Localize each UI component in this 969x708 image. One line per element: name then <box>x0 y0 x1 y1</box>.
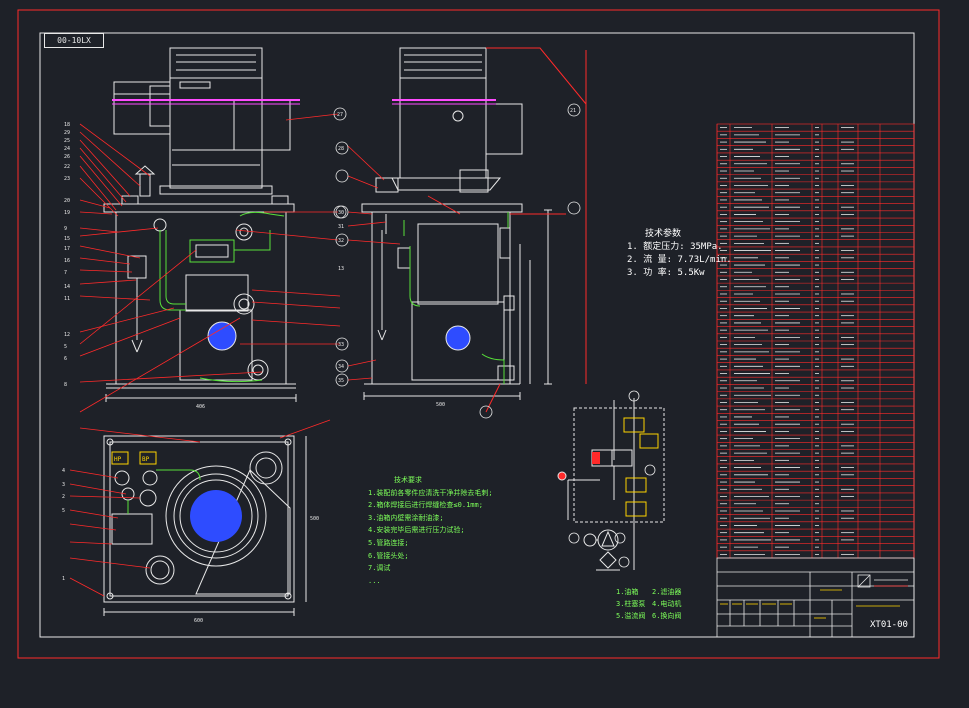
spec-line: 3. 功 率: 5.5Kw <box>627 268 705 278</box>
callout-number: 17 <box>64 246 70 252</box>
legend-row: 3.柱塞泵 4.电动机 <box>616 598 681 610</box>
spec-line: 1. 额定压力: 35MPa. <box>627 242 723 252</box>
top-depth-dimension: 500 <box>310 516 319 522</box>
side-top-plate <box>361 203 523 213</box>
front-motor-body <box>169 47 263 189</box>
callout-number: 6 <box>64 356 67 362</box>
callout-number: 25 <box>64 138 70 144</box>
side-width-dimension: 500 <box>436 402 445 408</box>
technical-parameters: 技术参数 1. 额定压力: 35MPa. 2. 流 量: 7.73L/min. … <box>627 228 732 280</box>
schematic-boundary <box>573 407 665 523</box>
callout-number: 1 <box>62 576 65 582</box>
drawing-number: XT01-00 <box>870 620 908 630</box>
legend-row: 1.油箱 2.滤油器 <box>616 586 681 598</box>
note-line: 3.油箱内壁需涂耐油漆; <box>368 513 444 522</box>
callout-number: 28 <box>338 146 344 152</box>
top-view-pump-port <box>190 490 242 542</box>
callout-number: 30 <box>338 210 344 216</box>
side-piping <box>403 212 509 384</box>
front-callout-bubbles <box>333 103 581 419</box>
top-view <box>103 435 307 616</box>
legend-item: 1.油箱 <box>616 588 639 596</box>
front-pump-inlet <box>207 321 237 351</box>
legend-item: 6.换向阀 <box>652 612 682 620</box>
callout-number: 12 <box>64 332 70 338</box>
hp-label: HP <box>114 456 122 463</box>
legend-item: 3.柱塞泵 <box>616 600 646 608</box>
callout-number: 32 <box>338 238 344 244</box>
callout-number: 21 <box>570 108 576 114</box>
outer-red-frame <box>17 9 940 659</box>
callout-number: 16 <box>64 258 70 264</box>
note-line: 1.装配前各零件应清洗干净并除去毛刺; <box>368 488 493 497</box>
hydraulic-schematic <box>557 398 665 571</box>
schematic-legend: 1.油箱 2.滤油器 3.柱塞泵 4.电动机 5.溢流阀 6.换向阀 <box>616 586 681 622</box>
note-line: 5.管路连接; <box>368 538 409 547</box>
side-view <box>361 47 552 400</box>
callout-number: 27 <box>337 112 343 118</box>
side-callout-numbers: 27 28 21 30 31 32 13 33 34 35 <box>337 108 576 384</box>
callout-number: 24 <box>64 146 70 152</box>
callout-number: 33 <box>338 342 344 348</box>
callout-number: 8 <box>64 382 67 388</box>
side-leaders <box>485 47 587 413</box>
callout-number: 19 <box>64 210 70 216</box>
note-line: 6.管接头处; <box>368 551 409 560</box>
top-callout-numbers: 4 3 2 5 1 <box>62 468 65 582</box>
callout-number: 35 <box>338 378 344 384</box>
spec-title: 技术参数 <box>645 229 682 239</box>
legend-item: 5.溢流阀 <box>616 612 646 620</box>
notes-title: 技术要求 <box>394 476 422 484</box>
front-piping <box>159 211 285 383</box>
callout-number: 7 <box>64 270 67 276</box>
spec-line: 2. 流 量: 7.73L/min. <box>627 255 732 265</box>
callout-number: 5 <box>62 508 65 514</box>
callout-number: 3 <box>62 482 65 488</box>
callout-number: 15 <box>64 236 70 242</box>
legend-item: 4.电动机 <box>652 600 682 608</box>
front-tank <box>115 211 287 385</box>
note-line: 4.安装完毕后需进行压力试验; <box>368 526 465 535</box>
side-motor-body <box>399 47 487 179</box>
technical-requirements: 技术要求 1.装配前各零件应清洗干净并除去毛刺; 2.箱体焊接后进行焊缝检查≤0… <box>368 474 493 587</box>
top-width-dimension: 600 <box>194 618 203 624</box>
side-terminal-box <box>485 103 523 155</box>
parts-list-text <box>720 127 854 555</box>
callout-number: 5 <box>64 344 67 350</box>
top-view-outline <box>103 435 295 603</box>
parts-list-table <box>716 123 915 559</box>
callout-number: 34 <box>338 364 344 370</box>
note-line: 7.调试 <box>368 564 391 573</box>
legend-row: 5.溢流阀 6.换向阀 <box>616 610 681 622</box>
callout-number: 2 <box>62 494 65 500</box>
callout-number: 20 <box>64 198 70 204</box>
front-width-dimension: 406 <box>196 404 205 410</box>
legend-item: 2.滤油器 <box>652 588 682 596</box>
front-top-plate <box>103 203 295 213</box>
callout-number: 23 <box>64 176 70 182</box>
callout-number: 26 <box>64 154 70 160</box>
side-pump-inlet <box>445 325 471 351</box>
front-callout-numbers: 18 29 25 24 26 22 23 20 19 9 15 17 16 7 14 11 12 5 6 8 <box>64 122 70 388</box>
callout-number: 11 <box>64 296 70 302</box>
front-view <box>103 47 300 402</box>
callout-number: 9 <box>64 226 67 232</box>
callout-number: 14 <box>64 284 70 290</box>
callout-number: 29 <box>64 130 70 136</box>
title-block <box>716 557 915 638</box>
bp-label: BP <box>142 456 150 463</box>
schematic-callout-bubbles <box>568 390 656 568</box>
callout-number: 4 <box>62 468 65 474</box>
callout-number: 22 <box>64 164 70 170</box>
callout-number: 31 <box>338 224 344 230</box>
front-leaders <box>69 113 341 597</box>
callout-number: 13 <box>338 266 344 272</box>
note-line: 2.箱体焊接后进行焊缝检查≤0.1mm; <box>368 501 483 510</box>
side-callout-leaders <box>347 145 461 381</box>
callout-number: 18 <box>64 122 70 128</box>
drawing-code-label: 00-10LX <box>44 33 104 48</box>
note-line: ... <box>368 576 381 585</box>
top-view-piping <box>127 469 201 514</box>
